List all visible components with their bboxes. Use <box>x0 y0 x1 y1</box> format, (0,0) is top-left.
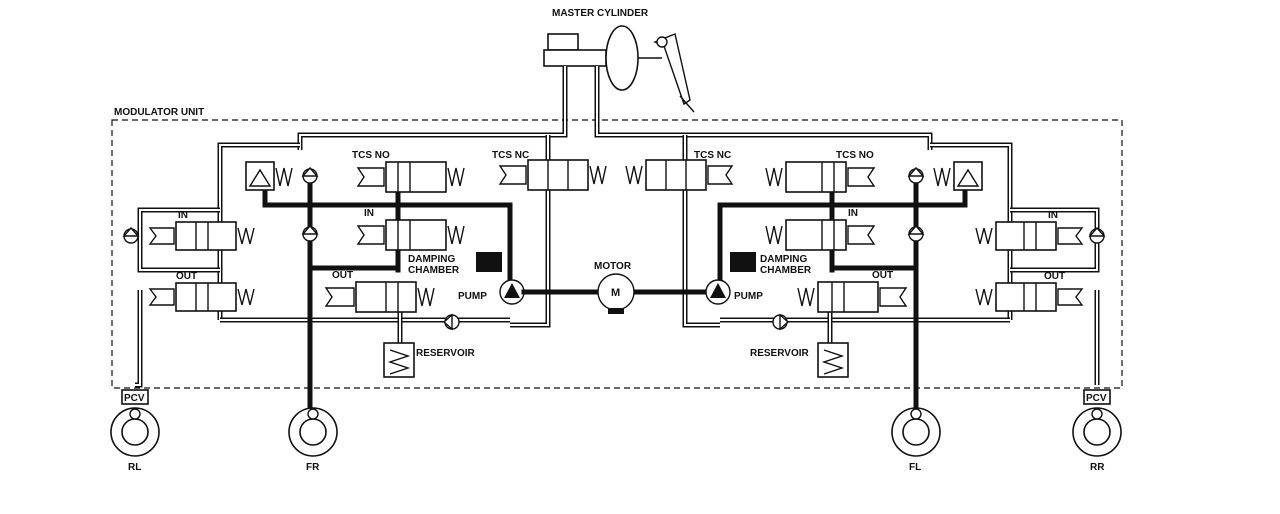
right-tcs-no-valve <box>765 161 876 193</box>
master-cylinder-label: MASTER CYLINDER <box>552 8 649 19</box>
left-rear-in-valve <box>148 221 255 251</box>
left-reservoir <box>383 342 415 378</box>
right-tcs-no-label: TCS NO <box>836 150 874 161</box>
left-pump <box>499 279 525 305</box>
left-damping-label-2: CHAMBER <box>408 265 460 276</box>
left-circuit-lines <box>135 142 513 413</box>
left-reservoir-check-valve <box>442 313 460 331</box>
motor-symbol: M <box>611 287 620 299</box>
right-rear-check-valve <box>1088 226 1106 244</box>
left-rear-out-valve <box>148 282 255 312</box>
right-rear-in-valve <box>975 221 1084 251</box>
right-rear-in-label: IN <box>1048 210 1058 221</box>
right-pump-label: PUMP <box>734 291 763 302</box>
motor <box>597 273 635 314</box>
left-tcs-nc-label: TCS NC <box>492 150 529 161</box>
wheel-fl-label: FL <box>909 462 921 473</box>
master-cylinder <box>543 25 695 113</box>
wheel-fr <box>288 407 338 457</box>
left-pump-label: PUMP <box>458 291 487 302</box>
left-tcs-no-label: TCS NO <box>352 150 390 161</box>
right-reservoir <box>817 342 849 378</box>
right-in-label: IN <box>848 208 858 219</box>
pcv-right-label: PCV <box>1086 393 1107 404</box>
pcv-right <box>1083 389 1111 405</box>
wheel-rl <box>110 407 160 457</box>
left-tcs-nc-valve <box>498 159 607 191</box>
right-check-valve-mid <box>907 224 925 242</box>
left-damping-chamber <box>476 252 502 272</box>
right-reservoir-check-valve <box>772 313 790 331</box>
right-damping-chamber <box>730 252 756 272</box>
right-reservoir-label: RESERVOIR <box>750 348 809 359</box>
left-out-label: OUT <box>332 270 353 281</box>
right-damping-label-1: DAMPING <box>760 254 807 265</box>
right-rear-out-label: OUT <box>1044 271 1065 282</box>
modulator-unit-label: MODULATOR UNIT <box>114 107 204 118</box>
left-check-valve-mid <box>301 224 319 242</box>
pcv-left-label: PCV <box>124 393 145 404</box>
wheel-rr-label: RR <box>1090 462 1105 473</box>
left-in-label: IN <box>364 208 374 219</box>
left-in-valve <box>356 219 465 251</box>
right-tcs-nc-label: TCS NC <box>694 150 731 161</box>
left-rear-check-valve <box>122 226 140 244</box>
left-check-valve-top <box>301 166 319 184</box>
left-rear-in-label: IN <box>178 210 188 221</box>
right-pump <box>705 279 731 305</box>
wheel-fr-label: FR <box>306 462 320 473</box>
left-damping-label-1: DAMPING <box>408 254 455 265</box>
left-rear-out-label: OUT <box>176 271 197 282</box>
left-tcs-no-valve <box>356 161 465 193</box>
motor-label: MOTOR <box>594 261 632 272</box>
master-cylinder-lines <box>297 66 933 328</box>
left-pressure-relief-valve <box>245 161 293 191</box>
right-tcs-nc-valve <box>625 159 734 191</box>
left-reservoir-label: RESERVOIR <box>416 348 475 359</box>
right-damping-label-2: CHAMBER <box>760 265 812 276</box>
right-out-label: OUT <box>872 270 893 281</box>
right-check-valve-top <box>907 166 925 184</box>
right-out-valve <box>797 281 908 313</box>
right-pressure-relief-valve <box>933 161 983 191</box>
wheel-fl <box>891 407 941 457</box>
right-circuit-lines <box>717 142 1100 413</box>
left-out-valve <box>324 281 435 313</box>
modulator-unit-boundary <box>111 119 1123 389</box>
pcv-left <box>121 389 149 405</box>
wheel-rr <box>1072 407 1122 457</box>
wheel-rl-label: RL <box>128 462 141 473</box>
right-rear-out-valve <box>975 282 1084 312</box>
right-in-valve <box>765 219 876 251</box>
